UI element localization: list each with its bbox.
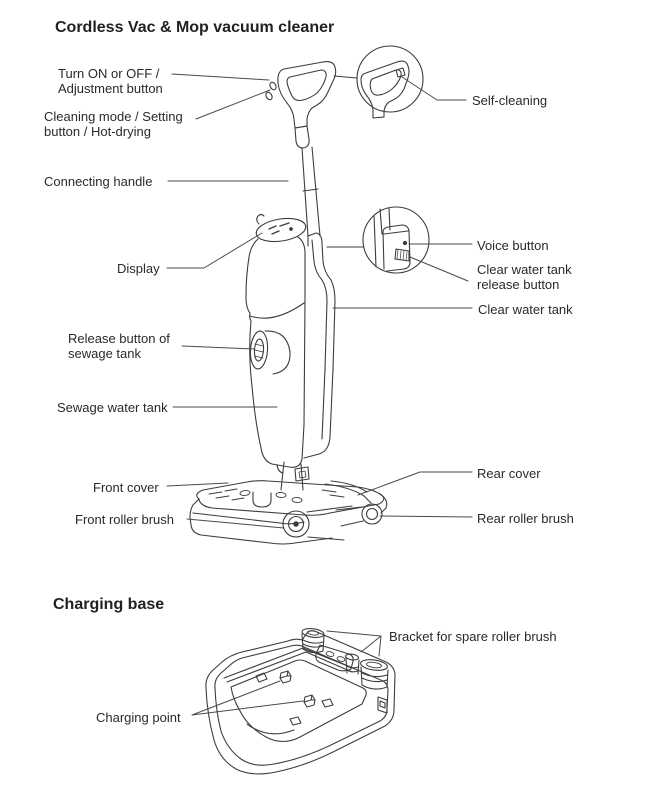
label-rear-cover: Rear cover xyxy=(477,466,541,481)
label-front-roller-brush: Front roller brush xyxy=(75,512,174,527)
tank-detail-callout xyxy=(326,206,430,274)
vacuum-illustration xyxy=(189,61,388,545)
label-turn-on-off-adjustment: Turn ON or OFF / Adjustment button xyxy=(58,66,163,96)
charging-base-title: Charging base xyxy=(53,596,165,613)
charging-contact xyxy=(279,670,292,684)
label-display: Display xyxy=(117,261,160,276)
label-cleaning-mode-setting: Cleaning mode / Setting button / Hot-dry… xyxy=(44,109,183,139)
label-line: Adjustment button xyxy=(58,81,163,96)
label-front-cover: Front cover xyxy=(93,480,159,495)
charging-contact xyxy=(321,698,334,708)
label-line: Turn ON or OFF / xyxy=(58,66,160,81)
power-button-icon xyxy=(269,81,277,91)
label-connecting-handle: Connecting handle xyxy=(44,174,153,189)
label-charging-point: Charging point xyxy=(96,710,181,725)
label-self-cleaning: Self-cleaning xyxy=(472,93,548,108)
label-bracket-spare-roller-brush: Bracket for spare roller brush xyxy=(389,629,557,644)
mode-button-icon xyxy=(265,91,273,101)
page-title: Cordless Vac & Mop vacuum cleaner xyxy=(55,19,335,36)
label-release-button-sewage-tank: Release button of sewage tank xyxy=(68,331,170,361)
voice-button-icon xyxy=(402,240,408,246)
leader-lines xyxy=(166,73,473,716)
label-line: Cleaning mode / Setting xyxy=(44,109,183,124)
label-line: release button xyxy=(477,277,560,292)
label-voice-button: Voice button xyxy=(477,238,549,253)
charging-base-illustration xyxy=(205,628,396,775)
label-clear-water-tank: Clear water tank xyxy=(478,302,573,317)
power-port-icon xyxy=(377,696,388,714)
charging-contact xyxy=(255,672,268,683)
label-sewage-water-tank: Sewage water tank xyxy=(57,400,168,415)
label-rear-roller-brush: Rear roller brush xyxy=(477,511,574,526)
label-line: sewage tank xyxy=(68,346,141,361)
charging-contact xyxy=(303,694,316,708)
label-line: Clear water tank xyxy=(477,262,572,277)
self-cleaning-button-icon xyxy=(395,67,406,78)
label-line: button / Hot-drying xyxy=(44,124,151,139)
handle-detail-callout xyxy=(333,45,424,119)
label-clear-water-tank-release: Clear water tank release button xyxy=(477,262,572,292)
display-screen xyxy=(255,217,307,243)
charging-contact xyxy=(289,716,302,726)
tank-release-button-icon xyxy=(394,248,410,262)
label-line: Release button of xyxy=(68,331,170,346)
